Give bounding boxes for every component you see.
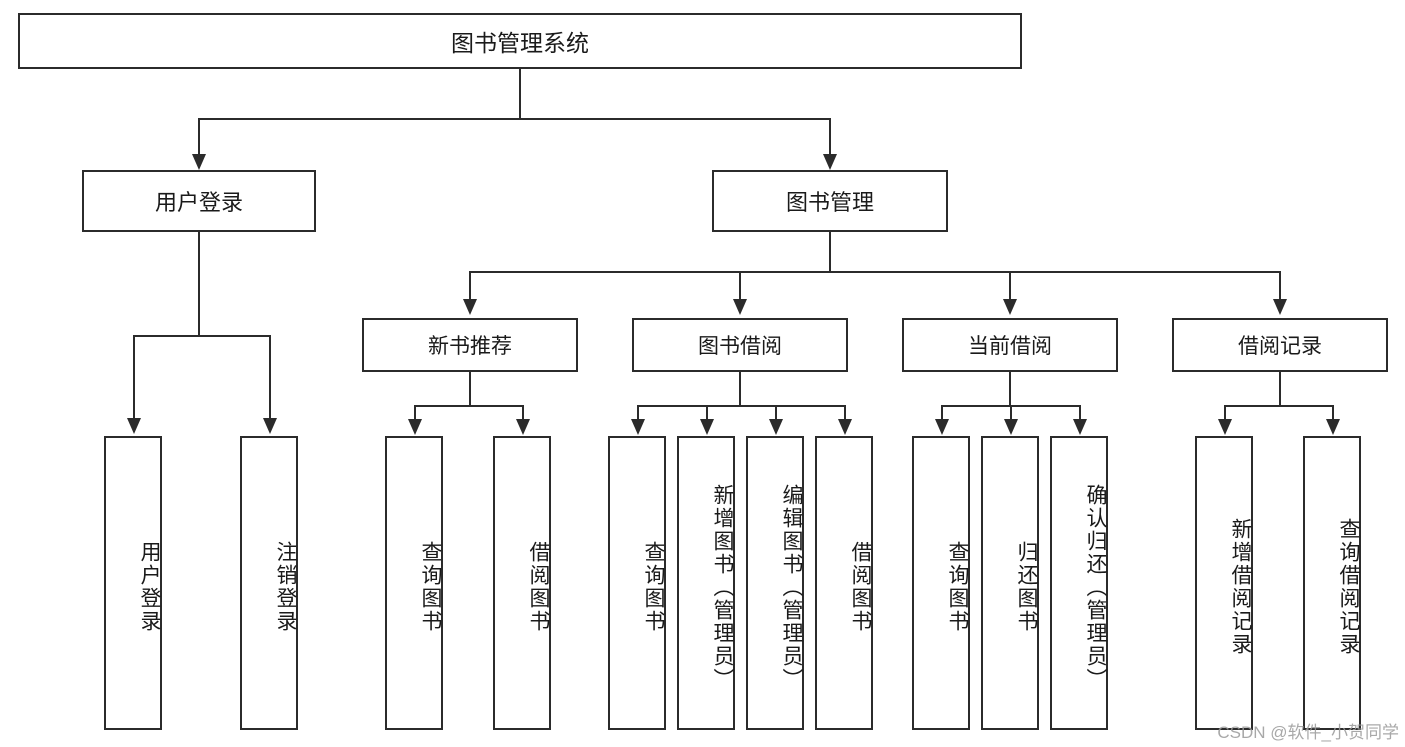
node-current-borrow[interactable]: 当前借阅 (902, 318, 1118, 372)
node-label: 图书借阅 (698, 335, 782, 358)
connector-to-leaf-return-book (1010, 405, 1012, 421)
connector-book-borrow-stem (739, 372, 741, 406)
node-label: 新增图书（管理员） (711, 483, 734, 691)
node-label: 当前借阅 (968, 335, 1052, 358)
connector-borrow-record-stem (1279, 372, 1281, 406)
leaf-node-user-login[interactable]: 用户登录 (104, 436, 162, 730)
node-label: 借阅图书 (849, 541, 872, 633)
node-label: 查询图书 (419, 541, 442, 633)
connector-new-book-recommend-stem (469, 372, 471, 406)
leaf-node-logout[interactable]: 注销登录 (240, 436, 298, 730)
connector-to-leaf-query-book-2 (637, 405, 639, 421)
node-book-management[interactable]: 图书管理 (712, 170, 948, 232)
node-label: 借阅记录 (1238, 335, 1322, 358)
node-label: 借阅图书 (527, 541, 550, 633)
arrow-to-leaf-user-login (127, 418, 141, 434)
node-label: 图书管理 (785, 190, 874, 215)
leaf-node-query-book-1[interactable]: 查询图书 (385, 436, 443, 730)
arrow-to-leaf-query-book-3 (935, 419, 949, 435)
node-borrow-record[interactable]: 借阅记录 (1172, 318, 1388, 372)
leaf-node-borrow-book-2[interactable]: 借阅图书 (815, 436, 873, 730)
connector-to-book-borrow (739, 271, 741, 301)
node-label: 用户登录 (138, 541, 161, 633)
arrow-to-leaf-query-book-2 (631, 419, 645, 435)
connector-to-leaf-query-book-1 (414, 405, 416, 421)
node-new-book-recommend[interactable]: 新书推荐 (362, 318, 578, 372)
node-label: 用户登录 (154, 190, 243, 215)
arrow-to-leaf-borrow-book-1 (516, 419, 530, 435)
connector-root-stem (519, 69, 521, 119)
connector-new-book-recommend-bus (414, 405, 524, 407)
connector-level2-bus (469, 271, 1281, 273)
node-label: 归还图书 (1015, 541, 1038, 633)
connector-to-book-management (829, 118, 831, 156)
node-label: 图书管理系统 (451, 30, 589, 56)
arrow-to-leaf-borrow-book-2 (838, 419, 852, 435)
leaf-node-return-book[interactable]: 归还图书 (981, 436, 1039, 730)
node-label: 注销登录 (274, 541, 297, 633)
leaf-node-add-record[interactable]: 新增借阅记录 (1195, 436, 1253, 730)
connector-to-borrow-record (1279, 271, 1281, 301)
arrow-to-leaf-edit-book (769, 419, 783, 435)
node-root-book-management-system[interactable]: 图书管理系统 (18, 13, 1022, 69)
node-label: 查询借阅记录 (1337, 518, 1360, 656)
connector-to-new-book-recommend (469, 271, 471, 301)
arrow-to-current-borrow (1003, 299, 1017, 315)
connector-current-borrow-stem (1009, 372, 1011, 406)
connector-to-leaf-query-record (1332, 405, 1334, 421)
arrow-to-leaf-confirm-return (1073, 419, 1087, 435)
connector-to-leaf-user-login (133, 335, 135, 420)
connector-to-leaf-edit-book (775, 405, 777, 421)
arrow-to-borrow-record (1273, 299, 1287, 315)
node-label: 确认归还（管理员） (1084, 483, 1107, 691)
node-label: 新书推荐 (428, 335, 512, 358)
connector-to-leaf-add-record (1224, 405, 1226, 421)
arrow-to-new-book-recommend (463, 299, 477, 315)
connector-to-current-borrow (1009, 271, 1011, 301)
arrow-to-leaf-query-book-1 (408, 419, 422, 435)
leaf-node-edit-book[interactable]: 编辑图书（管理员） (746, 436, 804, 730)
leaf-node-query-book-3[interactable]: 查询图书 (912, 436, 970, 730)
connector-user-login-stem (198, 232, 200, 336)
arrow-to-leaf-return-book (1004, 419, 1018, 435)
arrow-to-leaf-logout (263, 418, 277, 434)
connector-to-leaf-borrow-book-2 (844, 405, 846, 421)
node-book-borrow[interactable]: 图书借阅 (632, 318, 848, 372)
connector-borrow-record-bus (1224, 405, 1334, 407)
connector-book-management-stem (829, 232, 831, 272)
arrow-to-leaf-query-record (1326, 419, 1340, 435)
connector-to-leaf-add-book (706, 405, 708, 421)
arrow-to-leaf-add-record (1218, 419, 1232, 435)
connector-to-leaf-borrow-book-1 (522, 405, 524, 421)
node-label: 查询图书 (642, 541, 665, 633)
connector-to-leaf-logout (269, 335, 271, 420)
leaf-node-query-book-2[interactable]: 查询图书 (608, 436, 666, 730)
connector-book-borrow-bus (637, 405, 845, 407)
node-label: 编辑图书（管理员） (780, 483, 803, 691)
arrow-to-leaf-add-book (700, 419, 714, 435)
connector-level1-bus (198, 118, 831, 120)
node-label: 查询图书 (946, 541, 969, 633)
connector-user-login-bus (133, 335, 271, 337)
arrow-to-book-management (823, 154, 837, 170)
leaf-node-query-record[interactable]: 查询借阅记录 (1303, 436, 1361, 730)
connector-to-leaf-confirm-return (1079, 405, 1081, 421)
leaf-node-confirm-return[interactable]: 确认归还（管理员） (1050, 436, 1108, 730)
leaf-node-add-book[interactable]: 新增图书（管理员） (677, 436, 735, 730)
node-label: 新增借阅记录 (1229, 518, 1252, 656)
node-user-login[interactable]: 用户登录 (82, 170, 316, 232)
leaf-node-borrow-book-1[interactable]: 借阅图书 (493, 436, 551, 730)
connector-to-leaf-query-book-3 (941, 405, 943, 421)
arrow-to-book-borrow (733, 299, 747, 315)
connector-to-user-login (198, 118, 200, 156)
arrow-to-user-login (192, 154, 206, 170)
